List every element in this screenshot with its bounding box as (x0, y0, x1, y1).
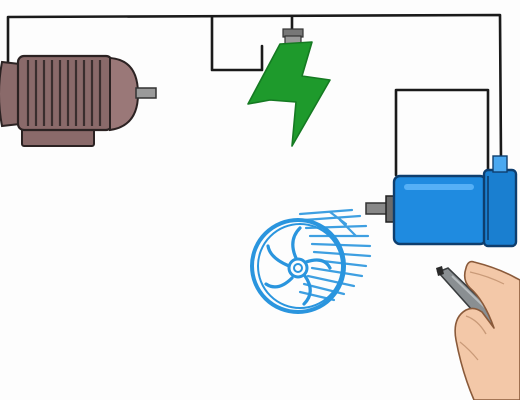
left-motor (0, 54, 157, 147)
lightning-bolt-icon (247, 28, 331, 147)
right-motor (365, 155, 518, 248)
wire-top (6, 13, 503, 162)
left-motor-body (16, 54, 114, 132)
left-motor-front (109, 56, 140, 132)
left-motor-fins (26, 60, 102, 126)
wire-circuit (6, 13, 503, 180)
wire-right-loop (394, 88, 490, 180)
hand-with-marker (436, 260, 520, 400)
left-motor-shaft (135, 87, 157, 99)
wire-to-bolt (210, 15, 264, 72)
fan-icon (250, 208, 372, 314)
left-motor-rear (0, 60, 21, 128)
